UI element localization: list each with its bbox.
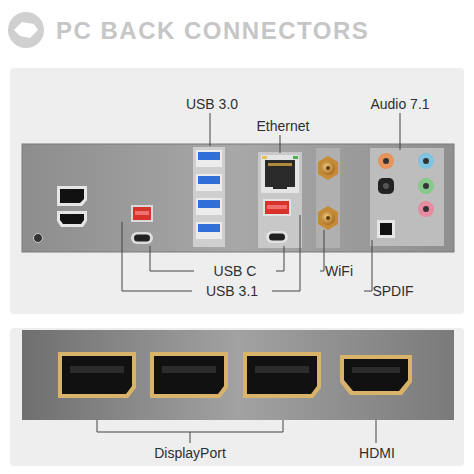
button <box>34 234 43 243</box>
io-plate <box>22 144 454 252</box>
displayport-port <box>57 186 87 206</box>
gpu-plate <box>22 330 454 420</box>
connector-label: USB C <box>175 262 295 280</box>
connector-label: HDMI <box>317 444 437 462</box>
connector-label: SPDIF <box>333 282 453 300</box>
usbc-port <box>131 232 153 244</box>
hdmi-port <box>57 211 87 227</box>
audio-jacks <box>370 148 444 246</box>
connector-label: USB 3.1 <box>172 282 292 300</box>
logo <box>8 12 44 48</box>
connector-label: Ethernet <box>223 117 343 135</box>
page-title: PC BACK CONNECTORS <box>56 17 369 45</box>
panel-background <box>10 68 464 314</box>
connector-label: USB 3.0 <box>152 95 272 113</box>
leader-lines <box>97 420 376 443</box>
displayport-port <box>243 352 321 398</box>
panel-background <box>10 328 464 466</box>
usb31-port <box>263 199 291 216</box>
usbc-port <box>266 231 288 243</box>
displayport-port <box>150 352 228 398</box>
ethernet-port <box>258 152 302 248</box>
connector-label: WiFi <box>279 262 399 280</box>
leader-lines <box>122 113 400 291</box>
usb30-stack <box>193 147 225 247</box>
wifi-antenna <box>316 148 340 248</box>
displayport-port <box>58 352 136 398</box>
spdif-port <box>377 220 395 238</box>
usb31-port <box>131 205 153 222</box>
connector-label: DisplayPort <box>130 444 250 462</box>
hdmi-port <box>340 355 412 395</box>
connector-label: Audio 7.1 <box>340 95 460 113</box>
